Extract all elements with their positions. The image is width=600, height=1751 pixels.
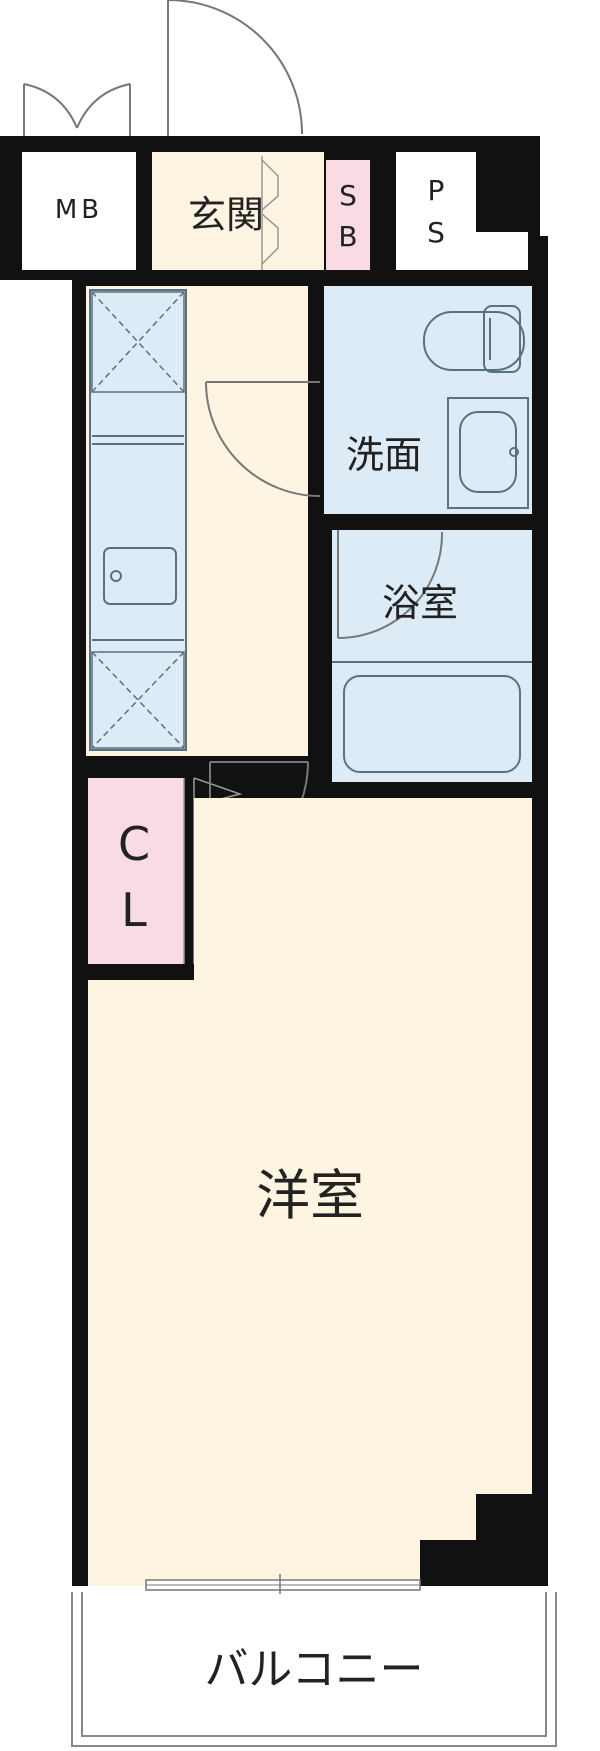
entrance-floor: [152, 152, 324, 270]
wall-left-cut: [0, 280, 72, 1586]
bathtub-icon: [332, 661, 532, 773]
washroom-door-swing: [205, 381, 321, 497]
wall-notch-top: [540, 136, 600, 236]
sb-label-b: B: [338, 220, 357, 253]
kitchen-counter: [89, 289, 187, 751]
balcony-label: バルコニー: [204, 1644, 423, 1695]
sb-cabinet: [326, 160, 370, 270]
closet-label-l: L: [121, 883, 147, 937]
wall-notch-lower: [548, 236, 600, 1586]
ps-shaft: [396, 152, 476, 270]
toilet-icon: [423, 305, 525, 373]
kitchen-cabinet-lower: [91, 651, 185, 749]
entrance-door-swing: [167, 0, 303, 138]
closet-label-c: C: [118, 817, 150, 871]
sb-label-s: S: [339, 179, 357, 212]
balcony-outline: [71, 1592, 557, 1747]
western-room-label: 洋室: [256, 1164, 364, 1227]
wet-area-wall: [308, 270, 324, 798]
closet-floor: [88, 778, 184, 964]
ps-label-p: P: [428, 174, 445, 207]
mb-label: MB: [55, 195, 103, 225]
bath-lower-wall: [308, 782, 548, 798]
kitchen-partition: [72, 756, 210, 772]
kitchen-sink: [92, 435, 184, 641]
entrance-label: 玄関: [188, 193, 264, 237]
mb-cabinet: [22, 152, 136, 270]
ps-label-s: S: [427, 216, 445, 249]
mb-door-swing: [23, 83, 131, 138]
bathroom-floor: [332, 530, 532, 782]
washroom-floor: [324, 286, 532, 514]
bath-door-swing: [337, 530, 444, 639]
bath-wall: [324, 514, 532, 530]
closet-wall-bottom: [72, 964, 190, 980]
kitchen-cabinet-upper: [91, 291, 185, 393]
wash-basin-icon: [447, 397, 529, 509]
ps-shaft-ext: [470, 232, 528, 270]
shoe-cabinet-door: [261, 156, 279, 270]
bathroom-label: 浴室: [382, 581, 458, 625]
western-room-floor: [88, 798, 532, 1586]
column-bottom-right: [420, 1494, 548, 1586]
washroom-label: 洗面: [346, 433, 422, 477]
